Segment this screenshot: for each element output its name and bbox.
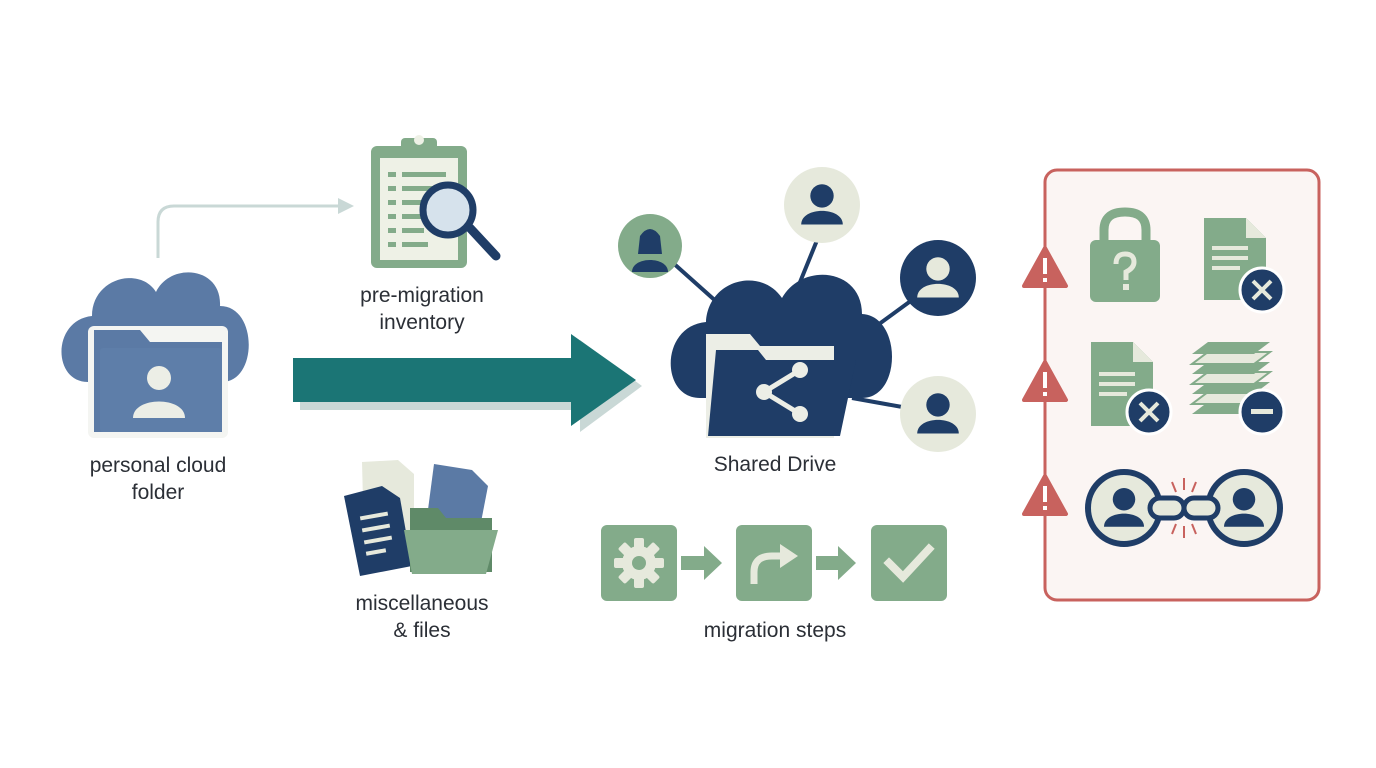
clipboard-magnifier-icon [371,135,501,268]
user-avatar-woman [618,214,682,278]
cloud-folder-user-icon [61,272,249,438]
user-avatar-bottom [900,376,976,452]
step-arrow-1 [681,546,722,580]
migration-arrow [293,334,642,432]
gear-icon [614,538,664,588]
documents-folder-icon [344,460,498,576]
redirect-arrow-icon [750,544,798,584]
cloud-shared-folder-icon [670,274,892,438]
inventory-label: pre-migration inventory [360,284,484,334]
step-arrow-2 [816,546,856,580]
user-avatar-right [900,240,976,316]
warning-icon-1 [1022,246,1068,288]
migration-step-2 [736,525,812,601]
stack-minus-icon [1189,342,1286,436]
migration-step-1 [601,525,677,601]
shared-drive-label: Shared Drive [713,453,837,476]
broken-link-users-icon [1085,469,1283,547]
document-x-icon-2 [1091,342,1173,436]
migration-steps-label: migration steps [703,619,847,642]
warning-icon-2 [1022,360,1068,402]
user-avatar-top [784,167,860,243]
warning-icon-3 [1022,474,1068,516]
risk-panel [1043,168,1321,602]
files-label: miscellaneous & files [355,592,489,642]
migration-step-3 [871,525,947,601]
connector-source-to-inventory [156,198,354,258]
source-label: personal cloud folder [89,454,227,504]
lock-question-icon [1090,207,1160,302]
document-x-icon [1204,218,1286,314]
checkmark-icon [883,543,935,583]
